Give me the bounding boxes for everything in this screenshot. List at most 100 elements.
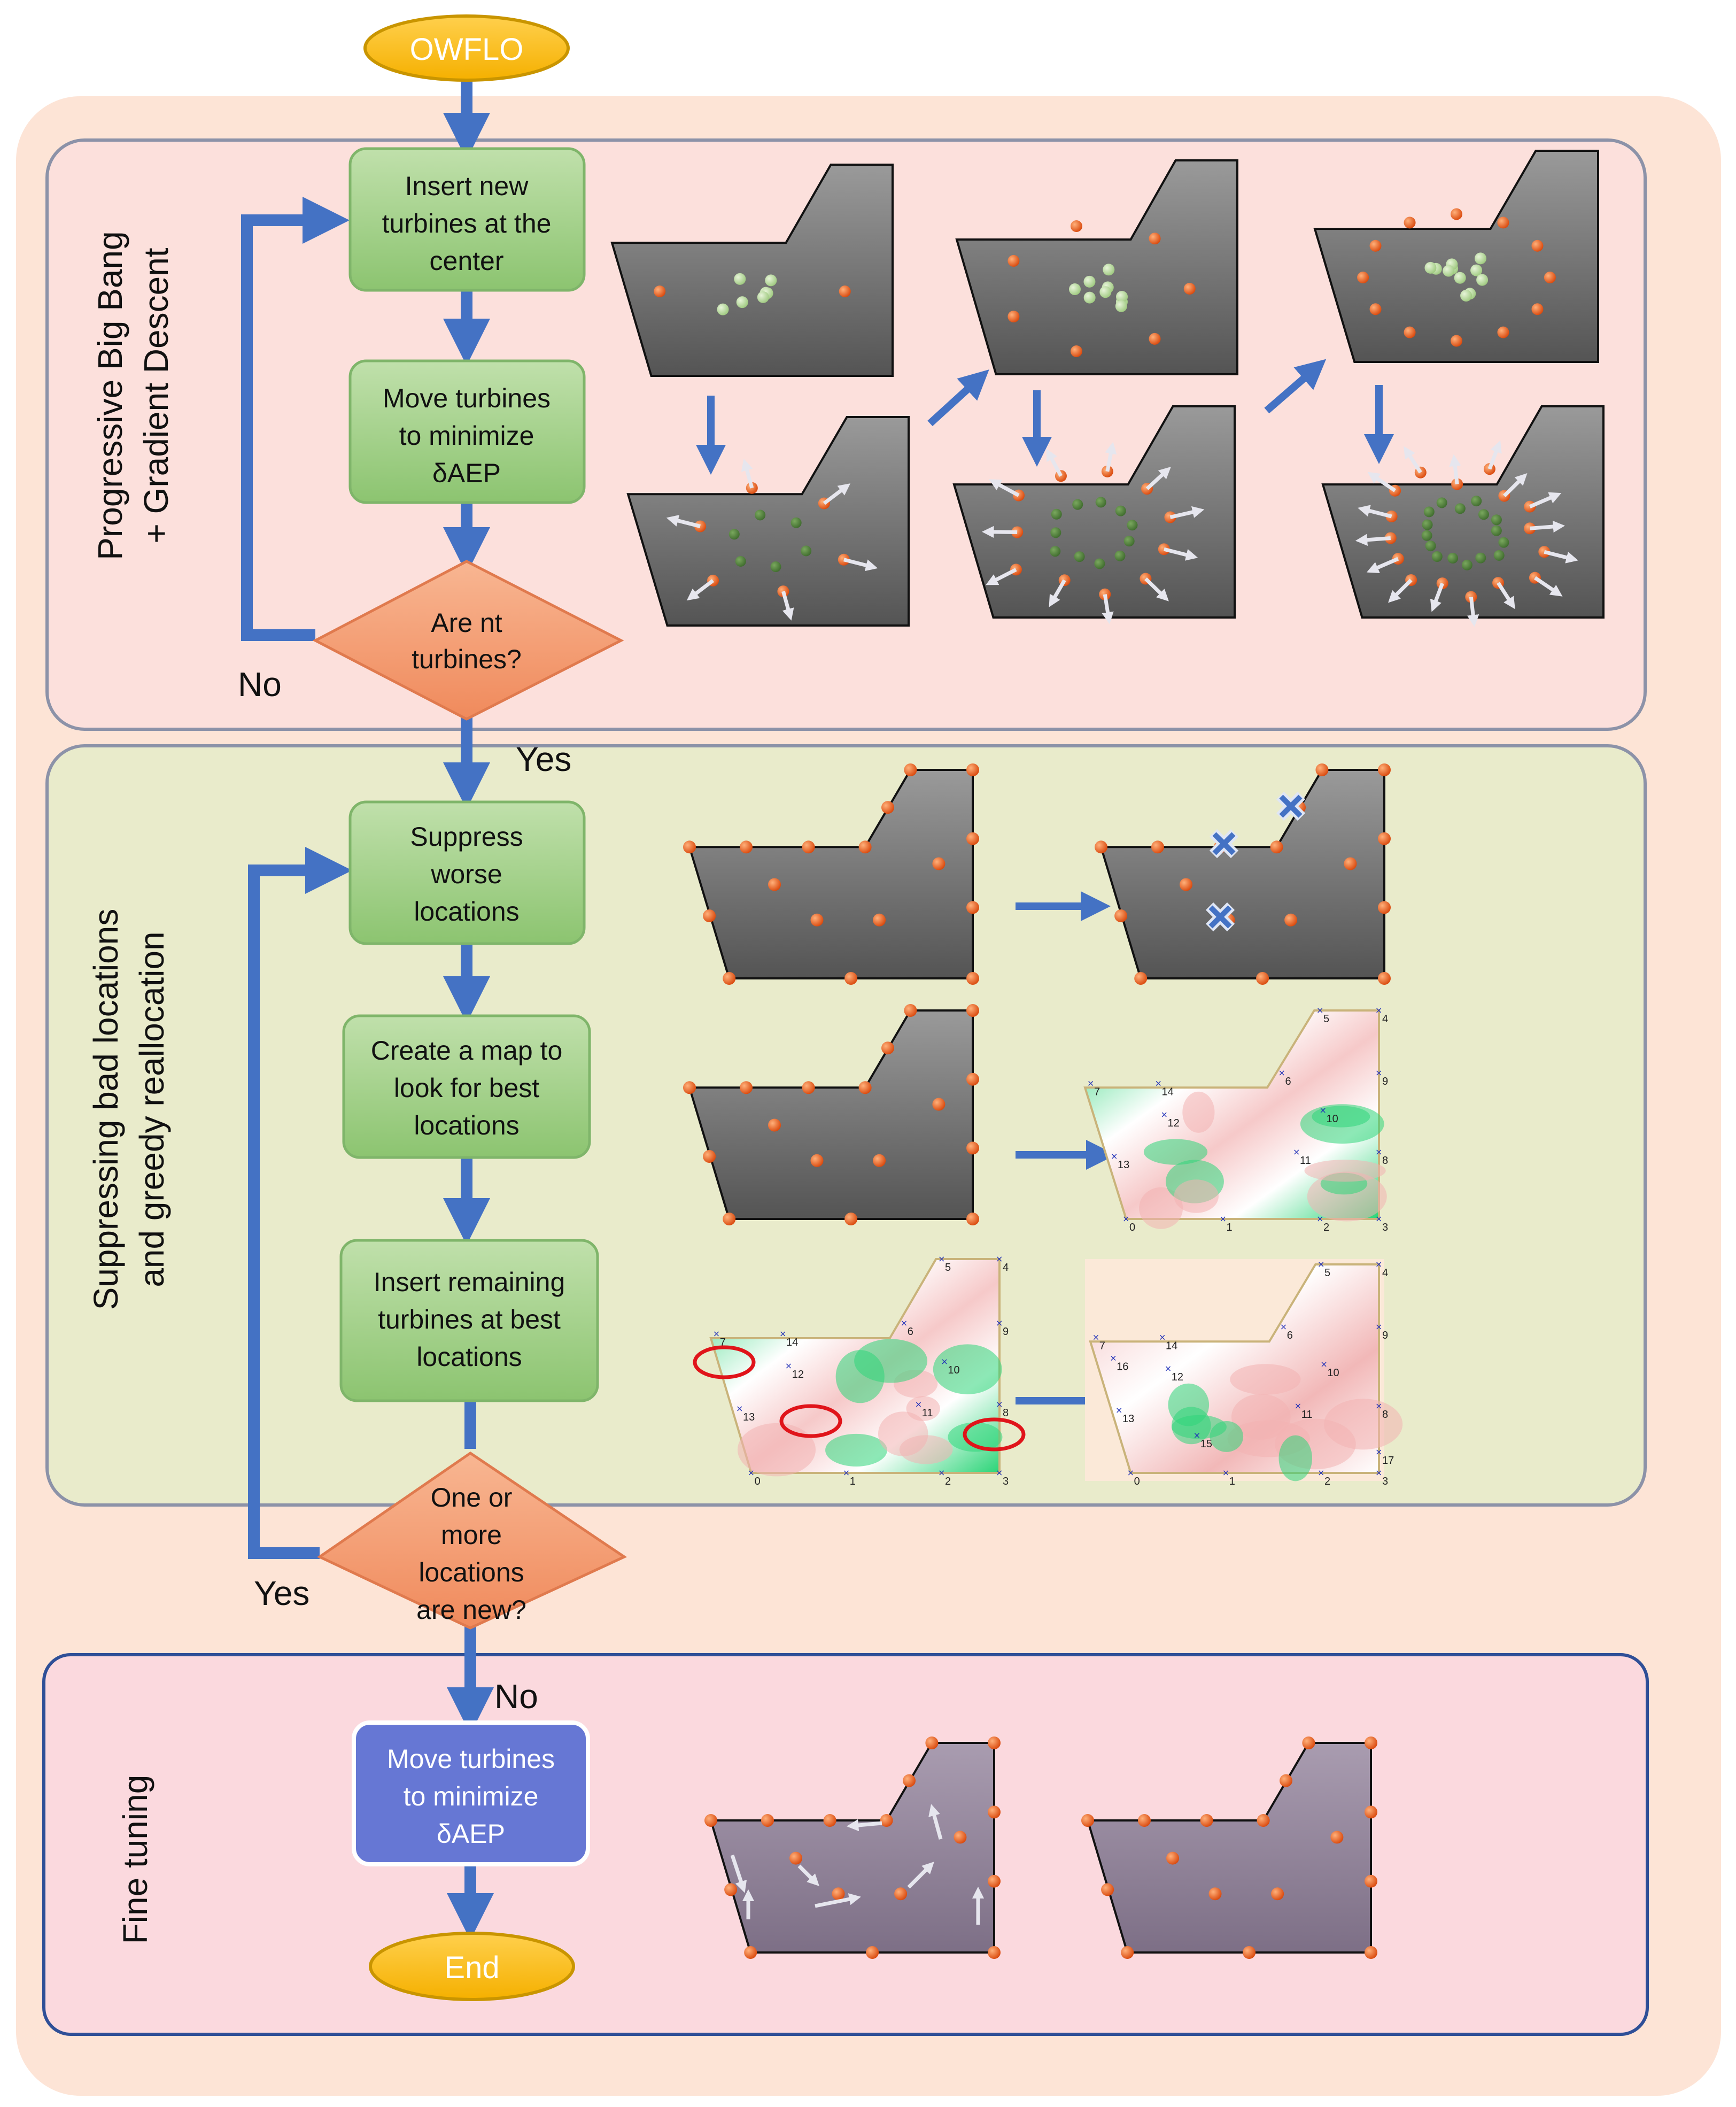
turbine-marker: [1365, 1946, 1377, 1959]
move-arrow: [1145, 467, 1171, 490]
turbine-marker: [1302, 1736, 1315, 1749]
turbine-marker: [966, 1072, 979, 1086]
map-location-label: 12: [1168, 1117, 1180, 1129]
step-create-map[interactable]: Create a map to look for best locations: [342, 1014, 591, 1159]
move-arrow: [666, 515, 701, 528]
turbine-marker: [839, 285, 851, 297]
map-location-label: 13: [743, 1411, 755, 1423]
move-arrow: [907, 1862, 934, 1889]
turbine-marker: [1083, 275, 1096, 288]
map-location-label: 6: [908, 1326, 913, 1338]
turbine-marker: [1166, 1851, 1179, 1865]
heat-blob: [878, 1411, 928, 1456]
start-node[interactable]: OWFLO: [363, 14, 570, 82]
turbine-marker: [704, 1814, 717, 1827]
turbine-marker: [1423, 506, 1435, 518]
turbine-marker: [1422, 519, 1433, 530]
map-location-marker: ×: [1159, 1332, 1166, 1342]
turbine-marker: [966, 972, 979, 985]
turbine-marker: [1471, 496, 1482, 507]
turbine-marker: [1243, 1946, 1256, 1959]
turbine-marker: [966, 763, 979, 776]
decision-new-locations[interactable]: One or more locations are new?: [316, 1451, 627, 1630]
highlight-ring: [693, 1345, 756, 1379]
map-location-label: 10: [1327, 1367, 1339, 1379]
map-location-marker: ×: [1161, 1109, 1168, 1120]
turbine-marker: [873, 1154, 886, 1167]
turbine-marker: [988, 1736, 1001, 1749]
map-location-label: 7: [1099, 1340, 1105, 1352]
turbine-marker: [1134, 972, 1148, 985]
turbine-marker: [1069, 283, 1081, 296]
map-location-label: 11: [1301, 1409, 1313, 1421]
move-arrow: [1163, 547, 1198, 561]
map-location-marker: ×: [1375, 1447, 1382, 1457]
map-location-marker: ×: [736, 1403, 743, 1414]
map-location-marker: ×: [1222, 1468, 1229, 1478]
svg-text:Move turbines: Move turbines: [383, 383, 551, 413]
map-location-label: 13: [1122, 1413, 1134, 1425]
map-location-label: 0: [1134, 1476, 1140, 1487]
move-arrow: [1102, 594, 1114, 624]
turbine-marker: [1404, 217, 1416, 229]
turbine-marker: [810, 913, 824, 927]
move-arrow: [1533, 576, 1563, 597]
map-location-marker: ×: [941, 1356, 948, 1367]
turbine-marker: [770, 561, 781, 573]
map-location-label: 14: [786, 1337, 798, 1348]
heat-blob: [1230, 1364, 1301, 1395]
turbine-marker: [1344, 857, 1357, 870]
map-location-marker: ×: [1122, 1214, 1129, 1224]
turbine-marker: [1072, 499, 1083, 510]
suppress-field-after: [1095, 763, 1391, 985]
map-location-marker: ×: [1375, 1068, 1382, 1078]
decision-nt-turbines[interactable]: Are nt turbines?: [312, 560, 624, 721]
svg-text:turbines at the: turbines at the: [382, 209, 552, 238]
turbine-marker: [966, 1141, 979, 1155]
turbine-marker: [1257, 1814, 1270, 1827]
turbine-marker: [755, 510, 766, 521]
step-insert-remaining[interactable]: Insert remaining turbines at best locati…: [339, 1239, 599, 1402]
turbine-marker: [1365, 1874, 1377, 1888]
turbine-marker: [1101, 1883, 1114, 1896]
move-arrow: [1467, 597, 1479, 627]
map-location-label: 16: [1117, 1361, 1128, 1373]
turbine-marker: [1284, 913, 1298, 927]
move-arrow: [1430, 582, 1444, 612]
turbine-marker: [1470, 264, 1483, 276]
svg-text:locations: locations: [414, 897, 519, 927]
end-node[interactable]: End: [369, 1932, 575, 2001]
move-arrow: [928, 1804, 943, 1840]
map-location-marker: ×: [901, 1318, 908, 1328]
highlight-ring: [779, 1404, 842, 1438]
turbine-marker: [728, 529, 740, 540]
turbine-marker: [1051, 508, 1062, 520]
move-arrow: [686, 579, 715, 601]
turbine-marker: [683, 840, 696, 854]
turbine-marker: [1095, 840, 1107, 854]
turbine-marker: [1115, 300, 1127, 312]
map-location-marker: ×: [1278, 1068, 1285, 1078]
step-insert-center[interactable]: Insert new turbines at the center: [348, 147, 586, 292]
turbine-marker: [881, 1041, 894, 1055]
svg-text:Suppressing bad locations: Suppressing bad locations: [87, 909, 125, 1310]
map-location-label: 17: [1382, 1455, 1394, 1467]
turbine-marker: [1461, 559, 1472, 570]
map-location-marker: ×: [785, 1361, 792, 1371]
map-location-label: 0: [1129, 1222, 1135, 1233]
move-arrow: [1544, 550, 1578, 564]
turbine-marker: [932, 857, 945, 870]
heat-blob: [1139, 1187, 1183, 1229]
map-location-marker: ×: [1165, 1363, 1172, 1373]
step-move-fine[interactable]: Move turbines to minimize δAEP: [352, 1720, 590, 1866]
turbine-marker: [1081, 1814, 1094, 1827]
turbine-marker: [768, 878, 781, 891]
step-suppress[interactable]: Suppress worse locations: [348, 800, 586, 945]
turbine-marker: [757, 291, 769, 303]
step-move-gradient[interactable]: Move turbines to minimize δAEP: [348, 359, 586, 504]
map-location-label: 12: [792, 1369, 804, 1380]
turbine-marker: [1365, 1805, 1377, 1819]
turbine-marker: [1183, 283, 1196, 295]
removed-location-icon: [1205, 902, 1235, 932]
